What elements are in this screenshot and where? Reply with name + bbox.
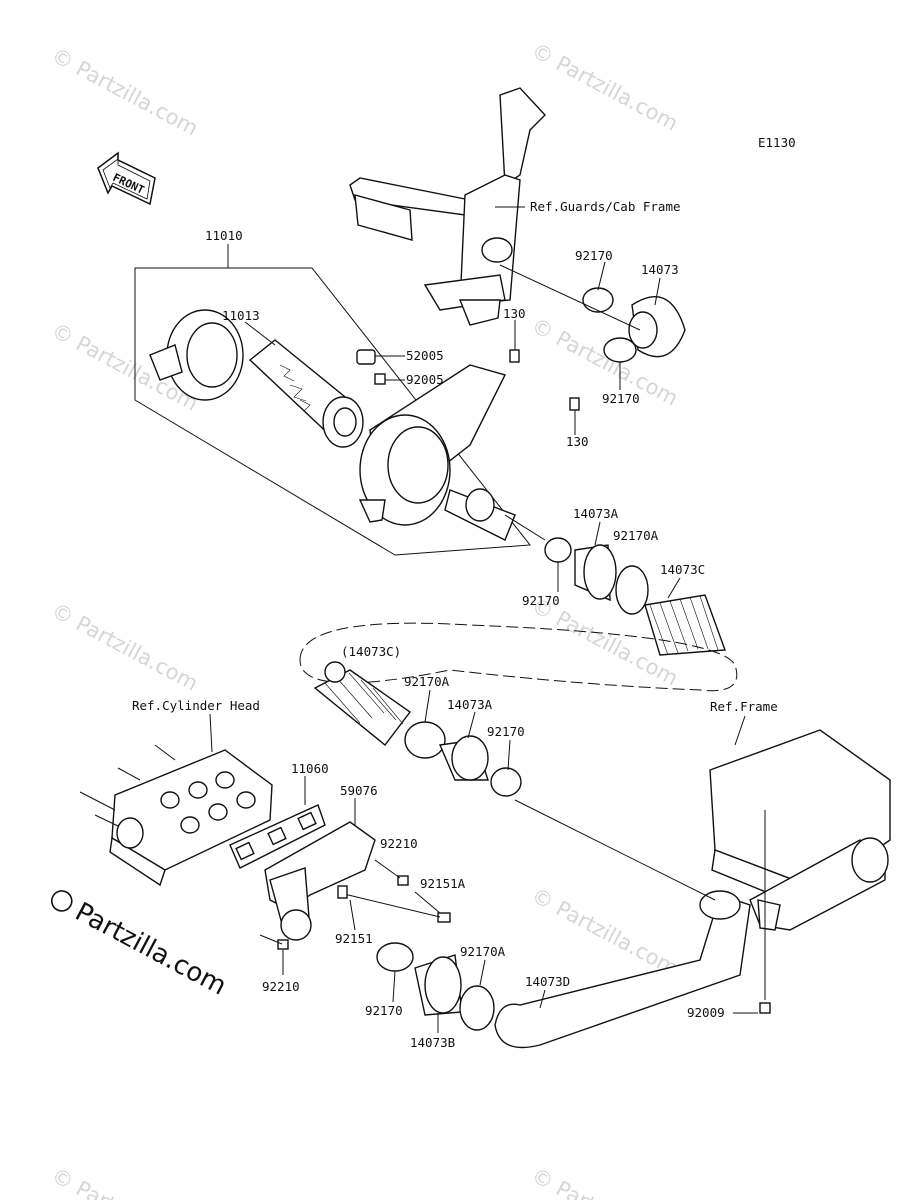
copyright-circle-icon — [50, 890, 73, 912]
watermark: © Partzilla.com — [48, 1163, 202, 1200]
intake-hose-14073 — [582, 287, 686, 363]
ref-guards-cab-frame: Ref.Guards/Cab Frame — [530, 199, 681, 214]
copyright-watermark: Partzilla.com — [50, 890, 231, 1002]
leader-92170A — [479, 959, 486, 986]
part-label: 14073A — [573, 506, 619, 521]
leader-92170 — [507, 739, 511, 771]
intake-tube-14073D — [494, 890, 751, 1049]
leader-14073C — [667, 577, 681, 599]
watermark: © Partzilla.com — [528, 38, 682, 135]
leader-92151 — [349, 899, 356, 931]
vacuator-valve — [356, 349, 386, 385]
leader-14073A — [594, 521, 601, 546]
diagram-code: E1130 — [758, 135, 796, 150]
leader-14073D — [539, 989, 546, 1009]
cylinder-head — [79, 744, 273, 887]
watermark: © Partzilla.com — [48, 598, 202, 695]
guards-cab-frame — [349, 87, 546, 326]
part-label: 92170 — [487, 724, 525, 739]
part-label: 92170 — [602, 391, 640, 406]
leader-92170A — [424, 689, 431, 723]
part-label: 14073C — [660, 562, 705, 577]
leader-92151A — [414, 891, 441, 914]
leader-92170 — [597, 261, 606, 291]
leader-92210 — [259, 934, 283, 945]
part-label: 130 — [503, 306, 526, 321]
part-label: 14073A — [447, 697, 493, 712]
part-label: 11060 — [291, 761, 329, 776]
ref-cylinder-head: Ref.Cylinder Head — [132, 698, 260, 713]
part-label: (14073C) — [341, 644, 401, 659]
detail-bubble-outline — [299, 622, 738, 692]
bellows-hose-lower — [313, 661, 411, 747]
part-label: 92170A — [460, 944, 506, 959]
part-label: 59076 — [340, 783, 378, 798]
part-label: 92151 — [335, 931, 373, 946]
part-label: 92005 — [406, 372, 444, 387]
lower-clamp-set — [376, 942, 495, 1031]
leader-11013 — [244, 321, 276, 346]
air-cleaner-cover — [149, 309, 244, 401]
part-label: 14073 — [641, 262, 679, 277]
part-label: 92170A — [404, 674, 450, 689]
bolt-130 — [509, 349, 580, 411]
front-arrow-icon: FRONT — [97, 151, 156, 206]
part-label: 92170 — [575, 248, 613, 263]
part-label: 92210 — [380, 836, 418, 851]
air-cleaner-assembly-outline — [134, 267, 531, 556]
fasteners — [277, 875, 451, 950]
bellows-hose-14073C — [644, 594, 726, 656]
leader-14073 — [654, 277, 661, 306]
air-cleaner-housing — [358, 364, 516, 541]
air-filter-element — [248, 339, 364, 448]
part-label: 92009 — [687, 1005, 725, 1020]
part-label: 14073B — [410, 1035, 455, 1050]
part-label: 130 — [566, 434, 589, 449]
watermark: © Partzilla.com — [48, 43, 202, 140]
part-label: 52005 — [406, 348, 444, 363]
part-label: 92170 — [522, 593, 560, 608]
part-label: 92151A — [420, 876, 466, 891]
leader-14073A — [467, 711, 476, 739]
exhaust-gasket — [229, 804, 326, 869]
leader-tube — [514, 799, 716, 901]
part-label: 14073D — [525, 974, 570, 989]
leader-hose — [499, 264, 641, 331]
leader-frame — [734, 715, 746, 746]
intake-manifold — [264, 821, 376, 941]
leader-92170 — [392, 970, 396, 1003]
part-labels: 11010 11013 52005 92005 130 130 92170 14… — [205, 228, 725, 1050]
leader-cylinder-head — [209, 713, 213, 753]
part-label: 11013 — [222, 308, 260, 323]
part-label: 92210 — [262, 979, 300, 994]
copyright-text: Partzilla.com — [70, 897, 231, 1002]
watermark: © Partzilla.com — [528, 883, 682, 980]
intake-hose-14073A — [544, 537, 649, 615]
part-label: 92170 — [365, 1003, 403, 1018]
frame-member — [709, 729, 891, 1014]
ref-frame: Ref.Frame — [710, 699, 778, 714]
lower-hose-set — [404, 721, 522, 797]
part-label: 11010 — [205, 228, 243, 243]
leader-housing-outlet — [504, 514, 546, 541]
part-label: 92170A — [613, 528, 659, 543]
leader-92210 — [374, 859, 401, 879]
watermark: © Partzilla.com — [528, 1163, 682, 1200]
